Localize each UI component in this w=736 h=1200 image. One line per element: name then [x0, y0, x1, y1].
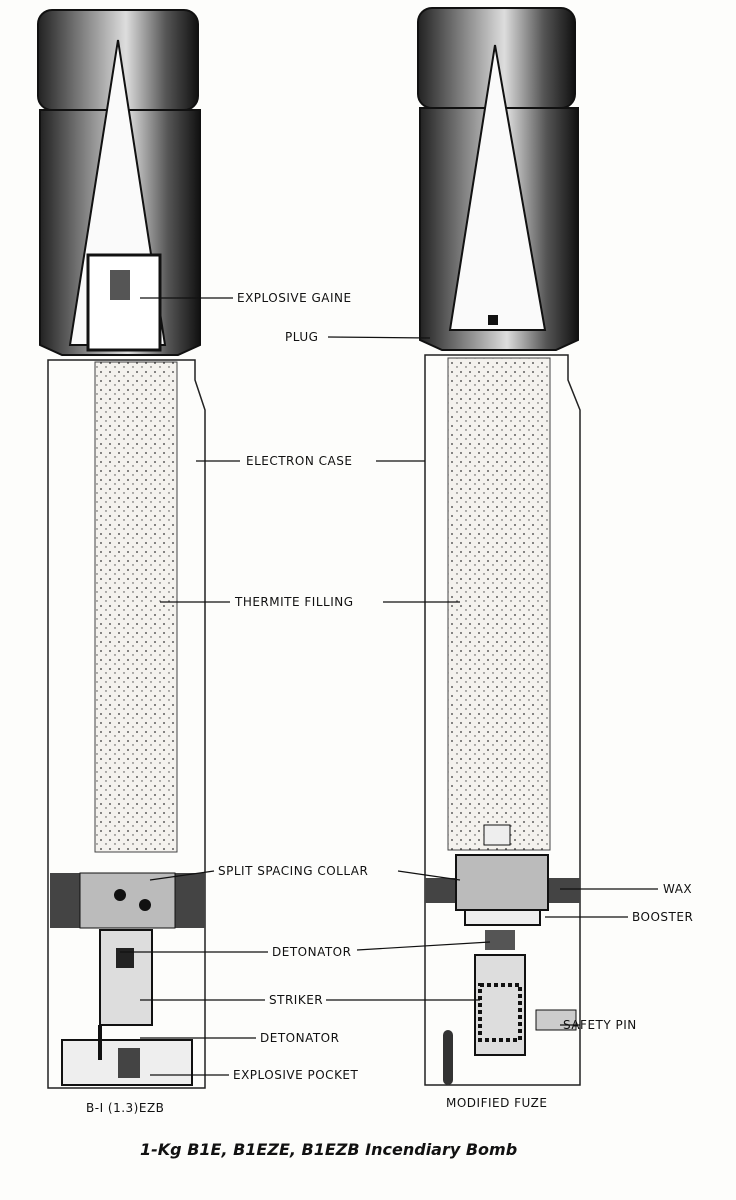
- label-striker: STRIKER: [269, 993, 324, 1007]
- left-bomb-title: B-I (1.3)EZB: [86, 1101, 165, 1115]
- right-bomb: [417, 7, 581, 1086]
- label-safety-pin: SAFETY PIN: [563, 1018, 637, 1032]
- label-detonator-upper: DETONATOR: [272, 945, 352, 959]
- label-split-spacing-collar: SPLIT SPACING COLLAR: [218, 864, 369, 878]
- label-thermite-filling: THERMITE FILLING: [235, 595, 354, 609]
- label-plug: PLUG: [285, 330, 319, 344]
- label-electron-case: ELECTRON CASE: [246, 454, 353, 468]
- label-explosive-pocket: EXPLOSIVE POCKET: [233, 1068, 359, 1082]
- label-detonator-lower: DETONATOR: [260, 1031, 340, 1045]
- left-bomb: [37, 9, 206, 1089]
- label-booster: BOOSTER: [632, 910, 694, 924]
- leader-lines: [120, 297, 658, 1076]
- label-wax: WAX: [663, 882, 693, 896]
- right-bomb-title: MODIFIED FUZE: [446, 1096, 548, 1110]
- figure-caption: 1-Kg B1E, B1EZE, B1EZB Incendiary Bomb: [140, 1140, 518, 1159]
- label-explosive-gaine: EXPLOSIVE GAINE: [237, 291, 352, 305]
